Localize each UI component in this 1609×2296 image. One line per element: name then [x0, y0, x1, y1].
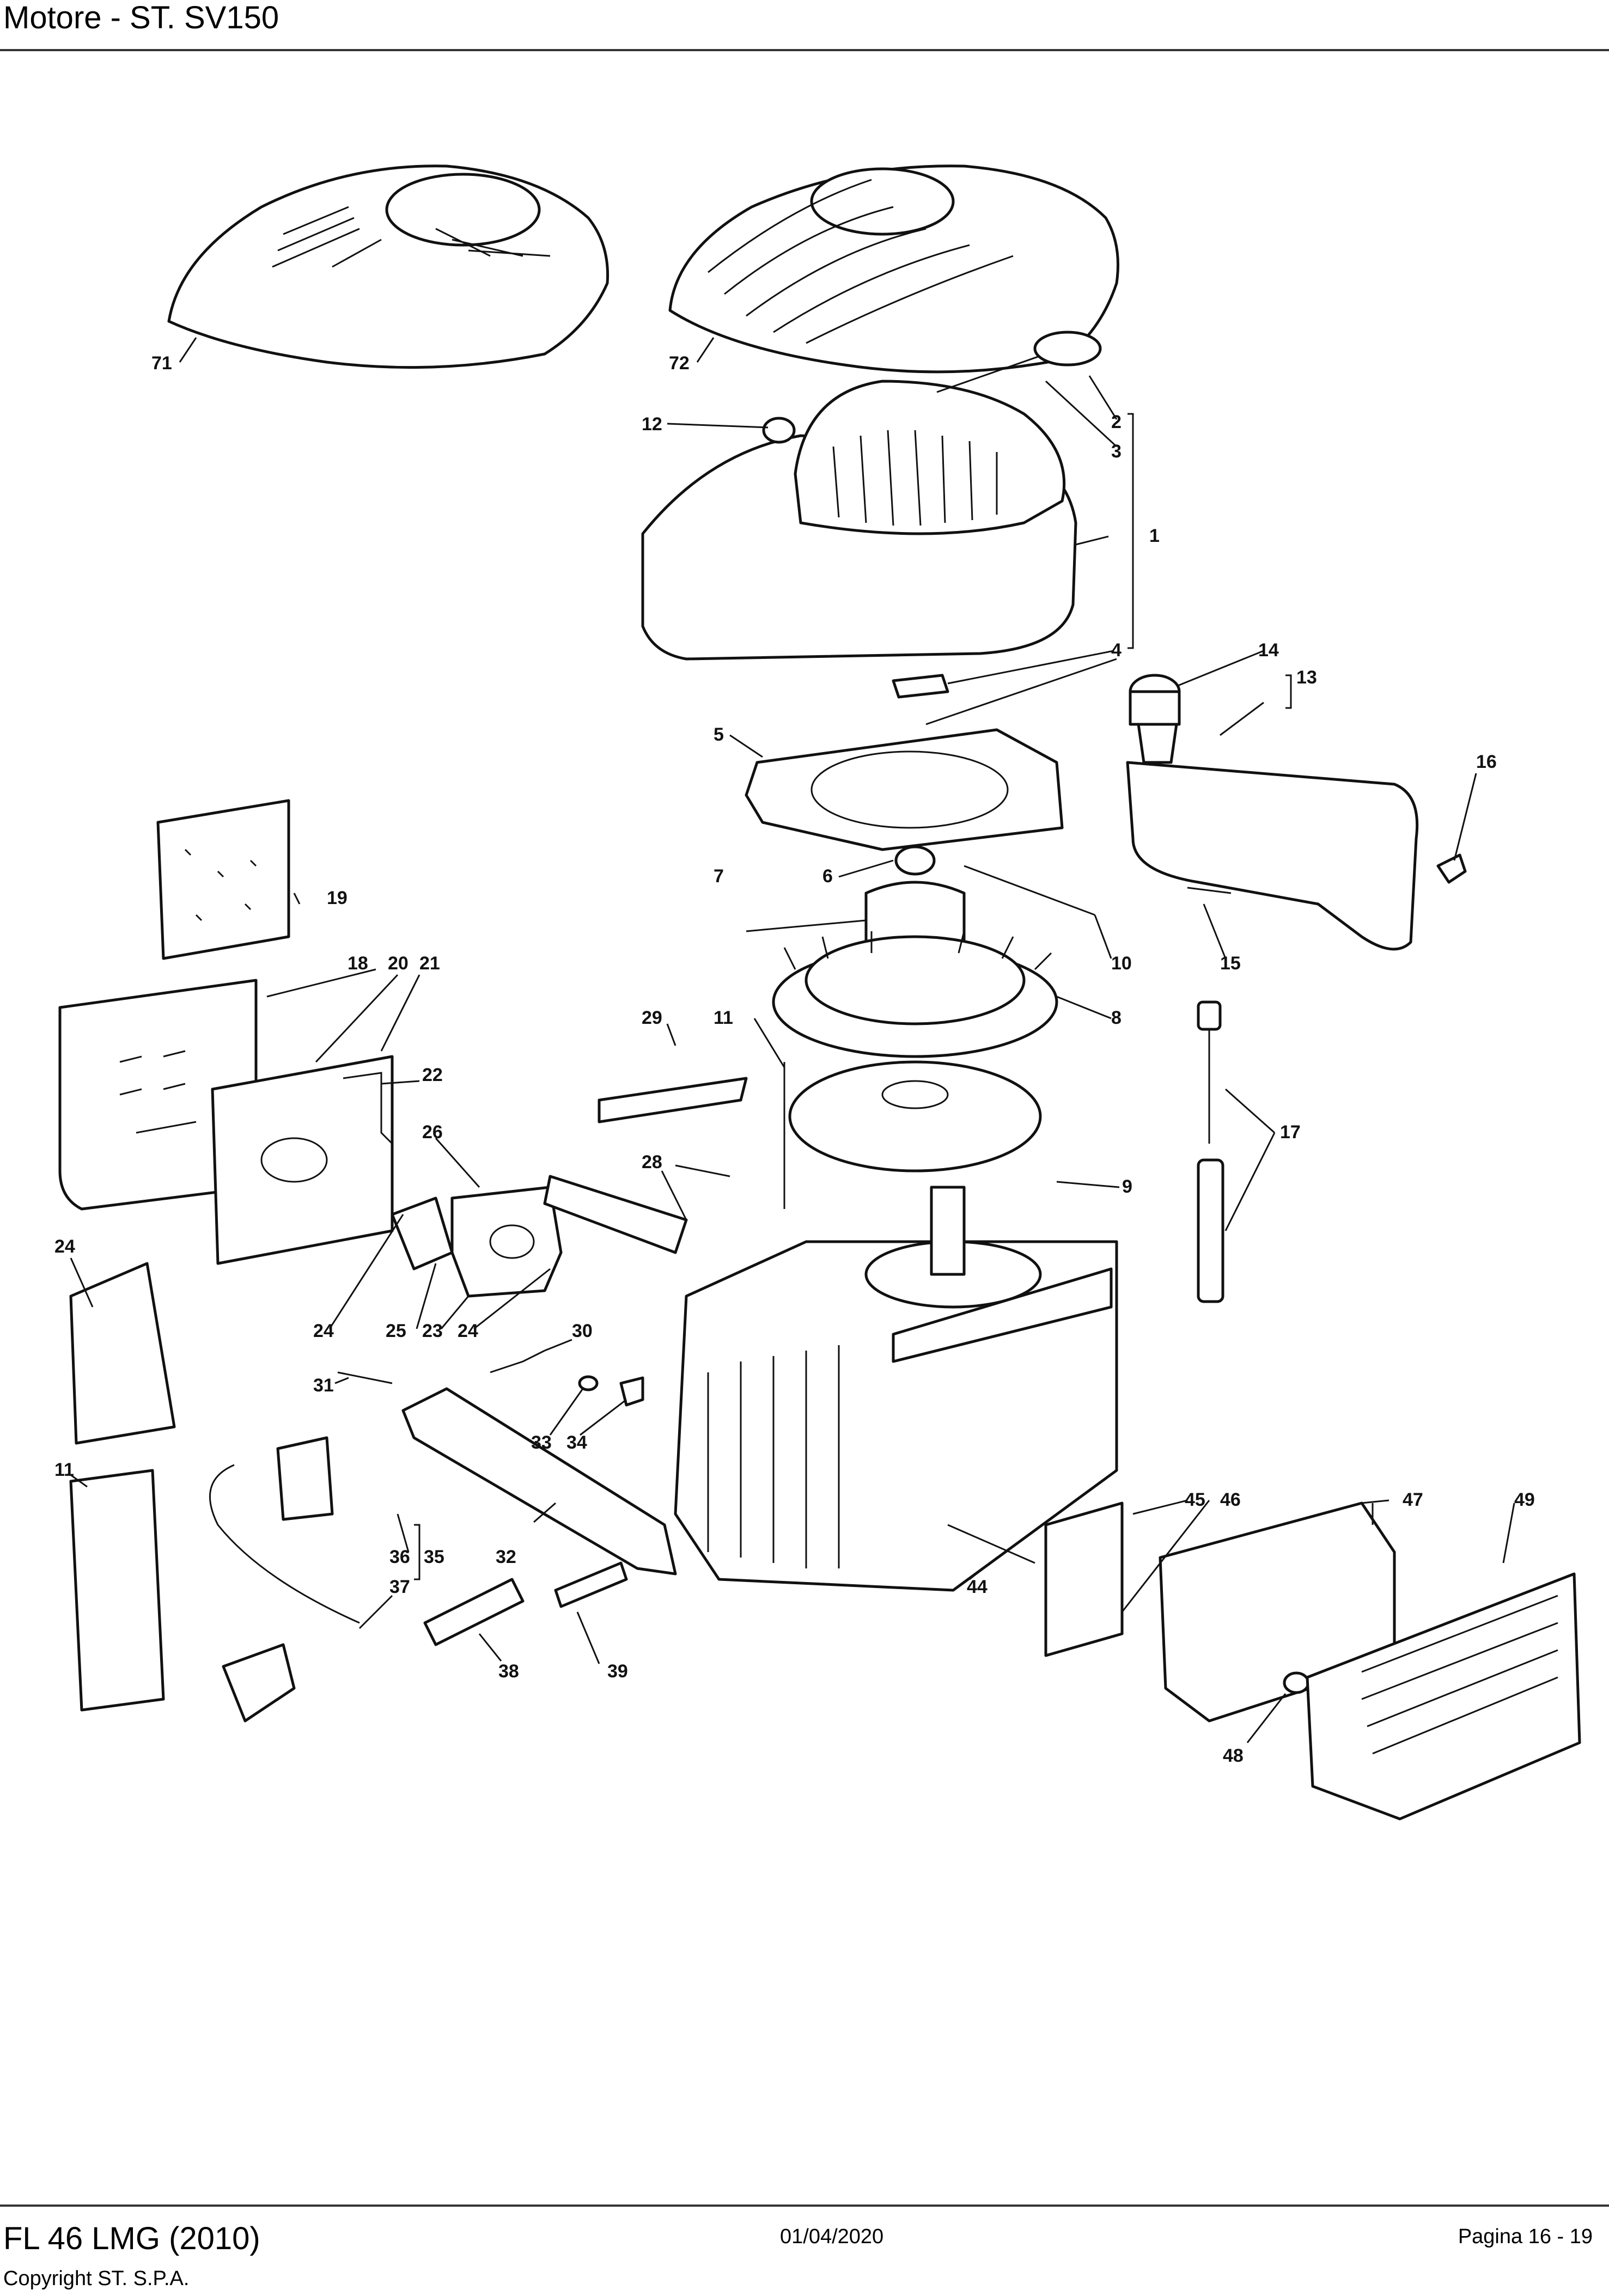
- callout-28: 28: [642, 1152, 662, 1173]
- part-2-3-starter-handle: [936, 331, 1102, 393]
- callout-71: 71: [151, 353, 172, 374]
- part-72-cover: [668, 164, 1119, 374]
- callout-44: 44: [967, 1577, 988, 1597]
- callout-30: 30: [572, 1321, 593, 1341]
- part-flywheel-disk: [788, 1060, 1042, 1173]
- part-49-muffler-guard: [1306, 1572, 1581, 1821]
- part-16-screw: [1436, 853, 1467, 884]
- part-24-kit-bag: [69, 1262, 176, 1445]
- callout-38: 38: [498, 1661, 519, 1682]
- callout-34: 34: [566, 1432, 587, 1453]
- callout-49: 49: [1514, 1489, 1535, 1510]
- callout-35: 35: [424, 1547, 444, 1567]
- part-35-36-ignition-coil: [209, 1436, 360, 1723]
- callout-25: 25: [386, 1321, 406, 1341]
- callout-32: 32: [496, 1547, 516, 1567]
- page-number: Pagina 16 - 19: [1458, 2225, 1593, 2248]
- copyright: Copyright ST. S.P.A.: [3, 2267, 190, 2290]
- callout-39: 39: [607, 1661, 628, 1682]
- callout-21: 21: [419, 953, 440, 974]
- callout-6: 6: [822, 866, 833, 887]
- part-engine-block: [674, 1186, 1118, 1592]
- part-8-fan: [772, 931, 1058, 1058]
- callout-16: 16: [1476, 752, 1497, 772]
- part-19-filter-foam: [156, 799, 290, 960]
- callout-3: 3: [1111, 441, 1122, 462]
- header-divider: [0, 49, 1609, 51]
- callout-72: 72: [669, 353, 690, 374]
- callout-37: 37: [389, 1577, 410, 1597]
- part-17-dipstick: [1197, 1000, 1224, 1303]
- callout-2: 2: [1111, 412, 1122, 432]
- callout-14: 14: [1258, 640, 1279, 661]
- model-name: FL 46 LMG (2010): [3, 2221, 260, 2256]
- part-18-21-filter-housing: [58, 979, 394, 1265]
- part-1-blower-housing: [641, 380, 1077, 661]
- part-71-cover: [167, 164, 610, 369]
- callout-7: 7: [714, 866, 724, 887]
- part-38-spark-plug: [423, 1578, 525, 1646]
- part-5-plate: [745, 728, 1064, 851]
- callout-36: 36: [389, 1547, 410, 1567]
- part-11-kit-bag: [69, 1469, 165, 1712]
- callout-22: 22: [422, 1065, 443, 1085]
- callout-46: 46: [1220, 1489, 1241, 1510]
- part-13-fuel-tank: [1126, 674, 1419, 951]
- callout-8: 8: [1111, 1007, 1122, 1028]
- part-39-bolt: [554, 1561, 628, 1608]
- part-4-clip: [892, 674, 949, 699]
- callout-24-kit: 24: [54, 1236, 75, 1257]
- page-title: Motore - ST. SV150: [3, 0, 279, 35]
- callout-24-carb: 24: [458, 1321, 478, 1341]
- callout-33: 33: [531, 1432, 552, 1453]
- callout-4: 4: [1111, 640, 1122, 661]
- callout-47: 47: [1403, 1489, 1423, 1510]
- callout-11: 11: [714, 1007, 733, 1028]
- callout-26: 26: [422, 1122, 443, 1143]
- callout-19: 19: [327, 888, 348, 908]
- part-28-intake: [543, 1175, 688, 1254]
- callout-17: 17: [1280, 1122, 1301, 1143]
- callout-23: 23: [422, 1321, 443, 1341]
- part-22-tube: [343, 1072, 393, 1145]
- part-30-spring: [490, 1349, 545, 1373]
- callout-18: 18: [348, 953, 368, 974]
- part-24-gasket: [391, 1196, 454, 1271]
- callout-1: 1: [1149, 526, 1160, 546]
- part-33-washer: [578, 1375, 599, 1391]
- footer-divider: [0, 2205, 1609, 2207]
- callout-24-gasket: 24: [313, 1321, 334, 1341]
- callout-29: 29: [642, 1007, 662, 1028]
- callout-15: 15: [1220, 953, 1241, 974]
- callout-10: 10: [1111, 953, 1132, 974]
- callout-9: 9: [1122, 1176, 1132, 1197]
- callout-11-kit: 11: [54, 1460, 74, 1480]
- callout-48: 48: [1223, 1745, 1244, 1766]
- part-29-bracket: [598, 1077, 748, 1123]
- callout-5: 5: [714, 724, 724, 745]
- part-45-bracket: [1044, 1501, 1124, 1657]
- callout-45: 45: [1185, 1489, 1205, 1510]
- part-32-plate: [401, 1387, 677, 1576]
- part-44-rod: [947, 1524, 1035, 1564]
- callout-leaders: [68, 337, 1515, 1743]
- part-12-nut: [762, 417, 796, 444]
- part-48-nut: [1283, 1671, 1310, 1694]
- print-date: 01/04/2020: [780, 2225, 884, 2248]
- callout-labels: 71 72 12 2 3 1 4 14 13 5 16 6 7 19 10 15…: [54, 353, 1535, 1766]
- callout-13: 13: [1296, 667, 1317, 688]
- callout-12: 12: [642, 414, 662, 435]
- part-15-bolt: [1187, 887, 1232, 894]
- callout-31: 31: [313, 1375, 334, 1396]
- callout-20: 20: [388, 953, 409, 974]
- part-31-spring: [337, 1371, 393, 1384]
- part-34-clip: [619, 1376, 644, 1407]
